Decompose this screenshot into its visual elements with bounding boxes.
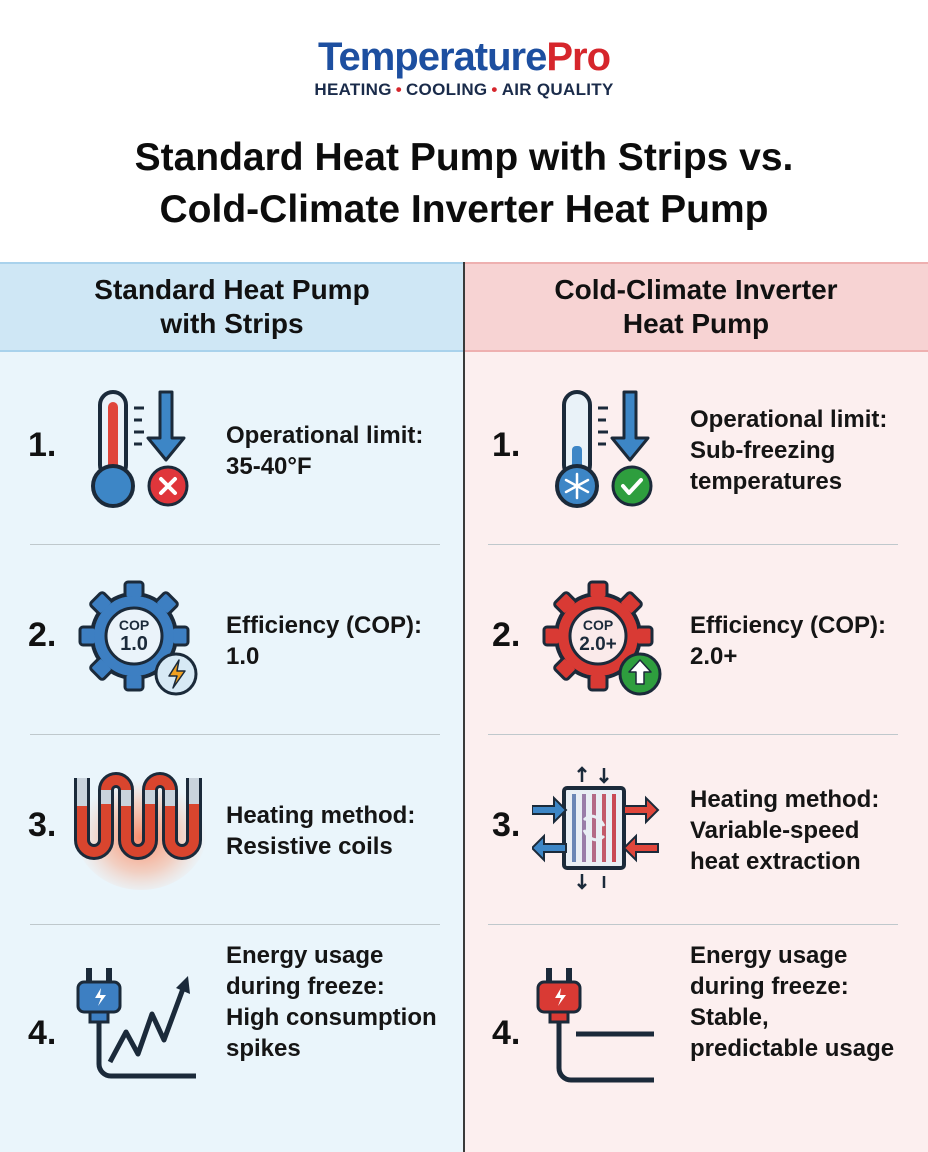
thermometer-check-icon bbox=[555, 390, 653, 508]
page-header: TemperaturePro HEATING•COOLING•AIR QUALI… bbox=[0, 0, 928, 262]
row-text: Heating method: Variable-speed heat extr… bbox=[690, 786, 880, 875]
cop-label: COP bbox=[119, 617, 149, 633]
comparison-row-operational-limit: 1. Operational limit: 35-40°F bbox=[0, 354, 464, 545]
row-text: Operational limit: Sub-freezing temperat… bbox=[690, 406, 888, 495]
row-text: Efficiency (COP): 2.0+ bbox=[690, 612, 887, 670]
row-number: 1. bbox=[28, 426, 57, 464]
row-number: 1. bbox=[492, 426, 521, 464]
comparison-row-energy-usage: 4. Energy usage during freeze: Stable, p… bbox=[464, 924, 928, 1114]
gear-cop-up-icon: COP 2.0+ bbox=[542, 580, 662, 696]
row-number: 4. bbox=[492, 1014, 521, 1052]
row-number: 2. bbox=[28, 616, 57, 654]
page-title: Standard Heat Pump with Strips vs. Cold-… bbox=[134, 136, 794, 231]
brand-tagline: HEATING•COOLING•AIR QUALITY bbox=[314, 80, 614, 99]
cop-label: COP bbox=[583, 617, 613, 633]
row-separator bbox=[488, 924, 898, 925]
row-text: Operational limit: 35-40°F bbox=[226, 422, 424, 480]
cop-value: 1.0 bbox=[120, 633, 148, 655]
row-separator bbox=[30, 734, 440, 735]
resistive-coil-icon bbox=[74, 772, 207, 890]
cop-value: 2.0+ bbox=[579, 634, 617, 655]
comparison-row-heating-method: 3. Heating method: Variable-speed heat e… bbox=[464, 734, 928, 925]
plug-flat-icon bbox=[536, 968, 654, 1083]
row-number: 3. bbox=[492, 806, 521, 844]
brand-logo: TemperaturePro bbox=[317, 35, 611, 79]
row-number: 4. bbox=[28, 1014, 57, 1052]
row-number: 3. bbox=[28, 806, 57, 844]
comparison-row-efficiency: 2. COP 2.0+ bbox=[464, 544, 928, 735]
row-text: Efficiency (COP): 1.0 bbox=[226, 612, 423, 670]
comparison-row-operational-limit: 1. Operational limit: Sub-freezing tempe… bbox=[464, 354, 928, 545]
row-text: Energy usage during freeze: Stable, pred… bbox=[690, 942, 895, 1062]
plug-spike-icon bbox=[76, 968, 196, 1079]
thermometer-x-icon bbox=[91, 390, 189, 508]
row-text: Energy usage during freeze: High consump… bbox=[226, 942, 437, 1062]
comparison-row-heating-method: 3. Heating method: Resistive coils bbox=[0, 734, 464, 925]
gear-cop-icon: COP 1.0 bbox=[78, 580, 198, 696]
column-divider bbox=[463, 262, 465, 1152]
comparison-row-efficiency: 2. COP 1.0 bbox=[0, 544, 464, 735]
heat-exchanger-icon bbox=[532, 766, 660, 890]
row-number: 2. bbox=[492, 616, 521, 654]
row-separator bbox=[30, 924, 440, 925]
row-separator bbox=[488, 544, 898, 545]
row-separator bbox=[30, 544, 440, 545]
row-separator bbox=[488, 734, 898, 735]
comparison-row-energy-usage: 4. Energy usage during freeze: High cons… bbox=[0, 924, 464, 1114]
row-text: Heating method: Resistive coils bbox=[226, 802, 416, 860]
